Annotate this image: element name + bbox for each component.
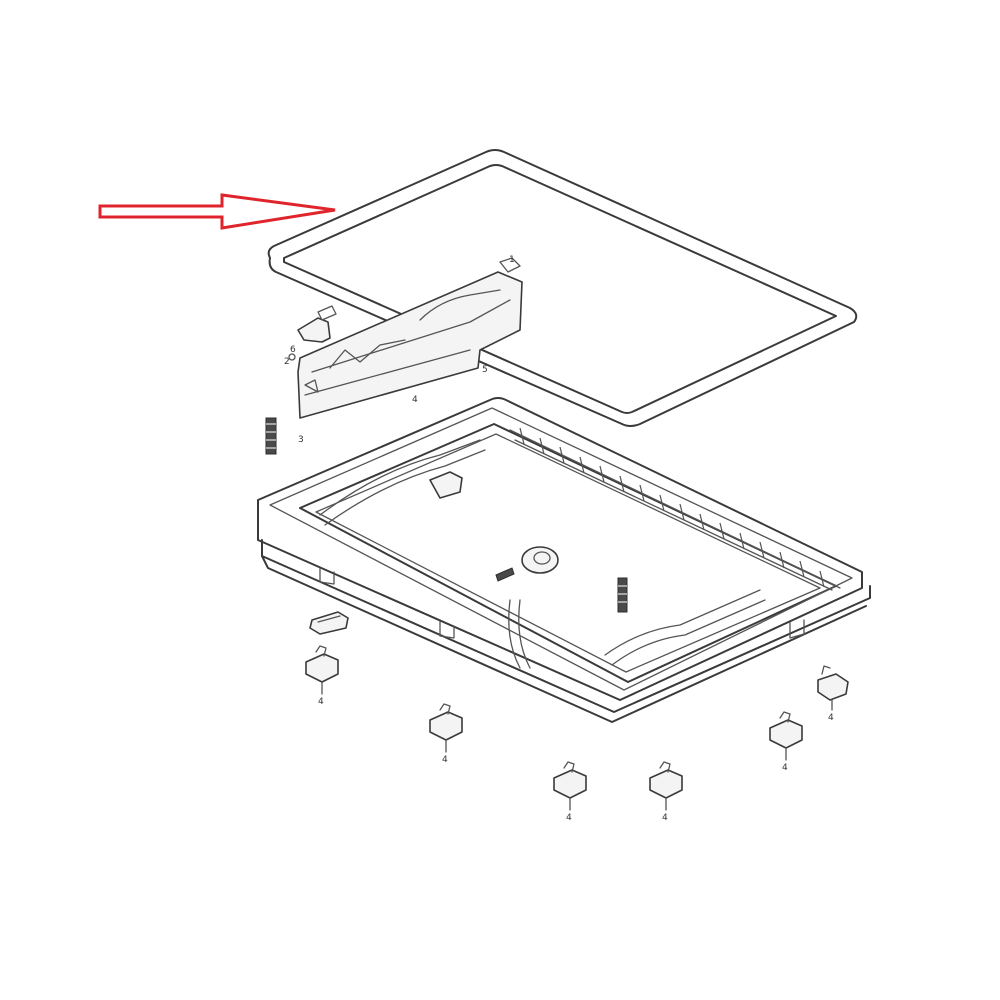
hinge-pin-icon [288,305,337,361]
callout-9: 4 [828,713,834,723]
arrow-right-icon [98,193,336,230]
spring-icon [265,417,277,455]
callout-10: 4 [412,395,418,405]
callout-11: 5 [482,365,488,375]
callout-6: 4 [566,813,572,823]
callout-4: 4 [318,697,324,707]
callout-12: 6 [290,345,296,355]
hinge-bracket-icon [297,257,523,419]
callout-7: 4 [662,813,668,823]
latch-clip-icon [305,645,849,811]
seal-gasket-icon [267,149,858,427]
main-frame-icon [257,397,871,723]
callout-1: 1 [509,255,515,265]
callout-8: 4 [782,763,788,773]
callout-2: 2 [284,357,290,367]
callout-5: 4 [442,755,448,765]
callout-3: 3 [298,435,304,445]
clip-icon [309,611,349,635]
